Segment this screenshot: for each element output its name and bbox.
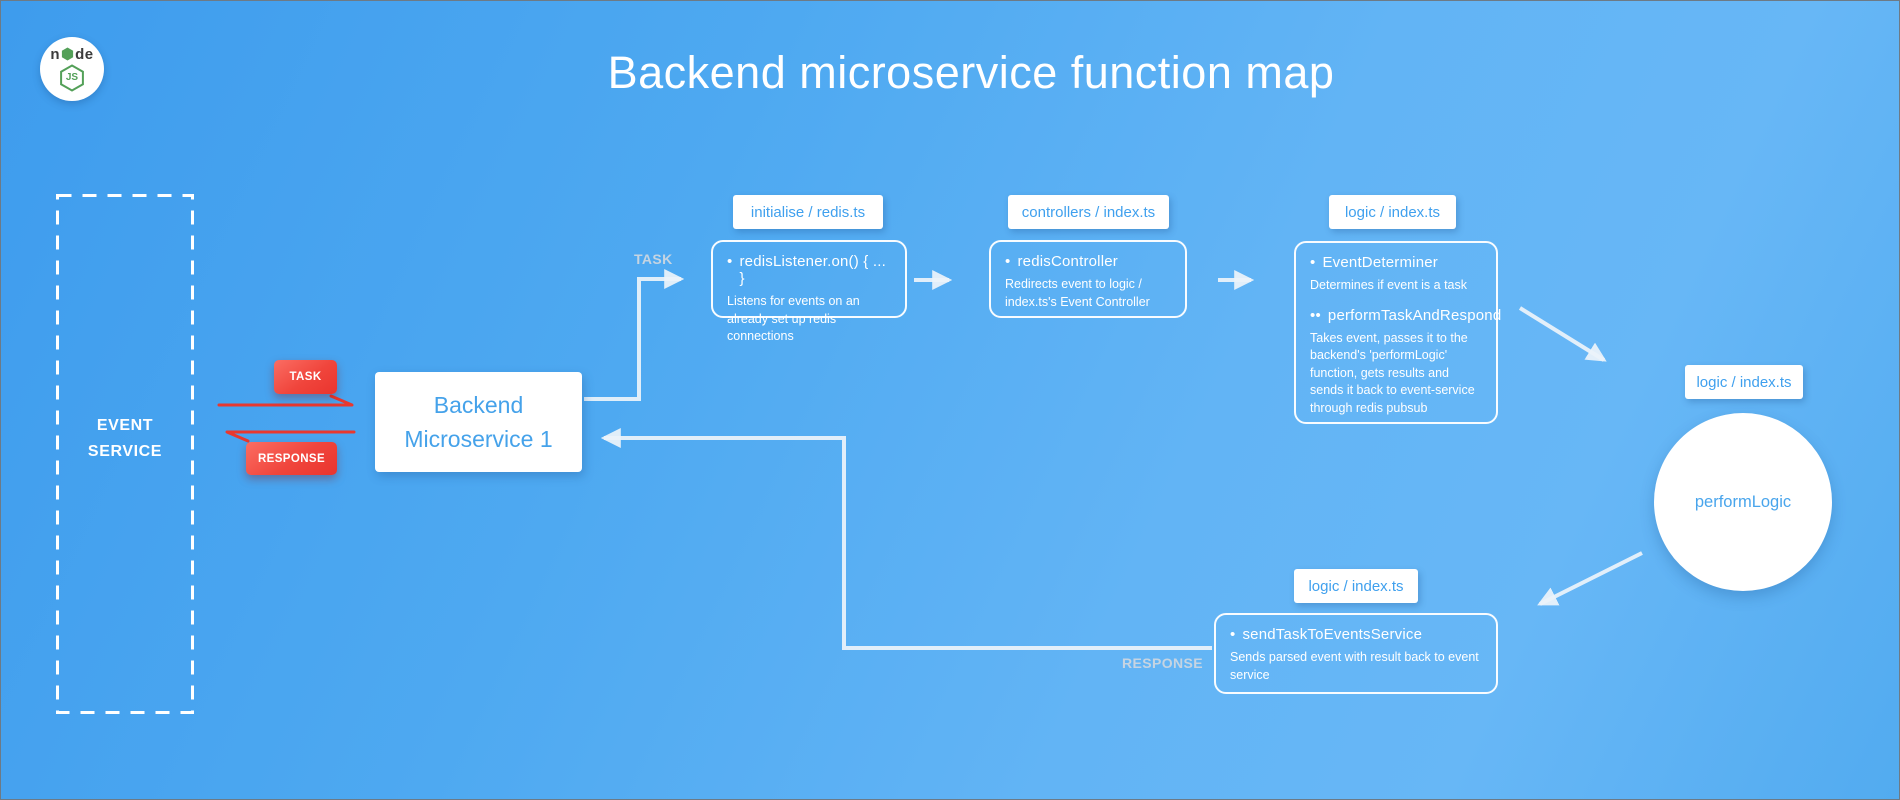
nodejs-wordmark: n de	[50, 47, 93, 62]
response-red-arrow	[225, 430, 356, 443]
response-badge: RESPONSE	[246, 442, 337, 475]
bullet-icon: •	[1310, 254, 1316, 271]
hexagon-icon	[61, 47, 74, 61]
file-chip-logic-index-bottom: logic / index.ts	[1294, 569, 1418, 603]
file-chip-initialise-redis: initialise / redis.ts	[733, 195, 883, 229]
task-elbow-arrow	[584, 269, 685, 401]
backend-microservice-node: Backend Microservice 1	[375, 372, 582, 472]
spacer	[1310, 295, 1482, 307]
event-determiner-title: • EventDeterminer	[1310, 254, 1438, 271]
task-badge: TASK	[274, 360, 337, 394]
response-return-arrow	[600, 428, 1212, 650]
redis-listener-box: • redisListener.on() { ... } Listens for…	[711, 240, 907, 343]
task-flow-label: TASK	[634, 251, 673, 267]
send-task-title: • sendTaskToEventsService	[1230, 626, 1423, 643]
event-determiner-desc: Determines if event is a task	[1310, 278, 1468, 292]
file-chip-logic-index-top: logic / index.ts	[1329, 195, 1456, 229]
task-red-arrow	[217, 394, 354, 407]
perform-logic-circle: performLogic	[1654, 413, 1832, 591]
perform-task-title: •• performTaskAndRespond	[1310, 306, 1502, 324]
nodejs-word-suffix: de	[75, 45, 94, 63]
bullet-icon: •	[727, 253, 733, 270]
response-flow-label: RESPONSE	[1122, 655, 1203, 671]
redis-controller-box: • redisController Redirects event to log…	[989, 240, 1187, 318]
redis-controller-title: • redisController	[1005, 253, 1118, 270]
file-chip-controllers-index: controllers / index.ts	[1008, 195, 1169, 229]
redis-listener-title: • redisListener.on() { ... }	[727, 253, 886, 287]
bullet-icon: •	[1005, 253, 1011, 270]
nodejs-logo: n de JS	[40, 37, 104, 101]
arrow-logic-to-performlogic	[1518, 306, 1607, 362]
nodejs-js-hexagon: JS	[59, 63, 85, 92]
redis-listener-desc: Listens for events on an already set up …	[727, 294, 860, 343]
event-service-label: EVENT SERVICE	[87, 417, 163, 460]
arrow-performlogic-to-sendtask	[1537, 551, 1643, 606]
bullet-icon: •	[1230, 626, 1236, 643]
logic-index-box: • EventDeterminer Determines if event is…	[1294, 241, 1502, 424]
nodejs-word-prefix: n	[50, 45, 61, 63]
event-service-box: EVENT SERVICE	[56, 194, 194, 714]
page-title: Backend microservice function map	[607, 47, 1335, 98]
file-chip-logic-index-right: logic / index.ts	[1685, 365, 1803, 399]
hexagon-outline-icon	[60, 63, 84, 92]
perform-task-desc: Takes event, passes it to the backend's …	[1310, 330, 1475, 415]
nodejs-js-label: JS	[65, 72, 79, 83]
redis-controller-desc: Redirects event to logic / index.ts's Ev…	[1005, 277, 1150, 309]
send-task-desc: Sends parsed event with result back to e…	[1230, 650, 1479, 682]
double-bullet-icon: ••	[1310, 306, 1321, 324]
send-task-box: • sendTaskToEventsService Sends parsed e…	[1214, 613, 1498, 694]
